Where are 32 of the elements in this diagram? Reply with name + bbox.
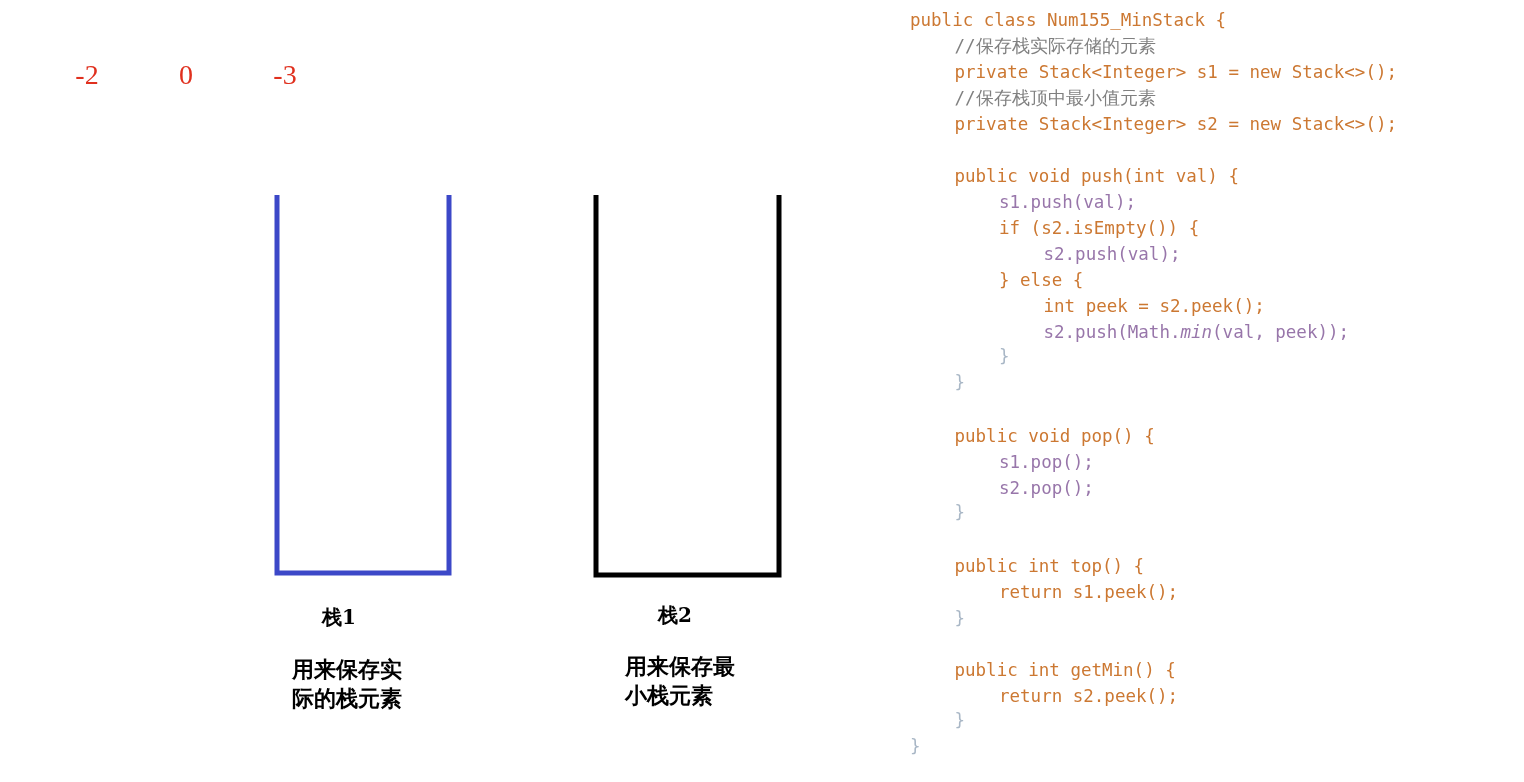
code-line: } xyxy=(954,501,966,523)
stack-label: 栈2 xyxy=(658,602,692,629)
code-line: s1.push(val); xyxy=(999,191,1136,213)
code-line: //保存栈顶中最小值元素 xyxy=(954,87,1156,109)
stack-label: 栈1 xyxy=(322,604,356,631)
code-line: s2.push(val); xyxy=(1043,243,1181,265)
code-line: } xyxy=(954,371,966,393)
code-line: public int top() { xyxy=(954,555,1145,577)
code-line: public int getMin() { xyxy=(954,659,1176,681)
code-line: //保存栈实际存储的元素 xyxy=(954,35,1156,57)
stack-value: -2 xyxy=(74,61,100,89)
code-line: return s1.peek(); xyxy=(999,581,1179,603)
code-line: return s2.peek(); xyxy=(999,685,1179,707)
code-line: private Stack<Integer> s2 = new Stack<>(); xyxy=(954,113,1397,135)
code-line: private Stack<Integer> s1 = new Stack<>(); xyxy=(954,61,1397,83)
code-line: } xyxy=(999,345,1010,367)
code-line: public void push(int val) { xyxy=(954,165,1239,187)
code-line: public void pop() { xyxy=(954,425,1155,447)
code-line: } xyxy=(954,607,966,629)
stack-description: 用来保存实际的栈元素 xyxy=(292,655,403,713)
code-line: s2.push(Math.min(val, peek)); xyxy=(1043,321,1350,343)
code-line: s1.pop(); xyxy=(999,451,1094,473)
code-line: } else { xyxy=(999,269,1084,291)
stack-description: 用来保存最小栈元素 xyxy=(625,652,736,710)
code-line: if (s2.isEmpty()) { xyxy=(999,217,1200,239)
code-line: } xyxy=(954,709,966,731)
code-line: s2.pop(); xyxy=(999,477,1094,499)
stack-value: 0 xyxy=(178,61,194,89)
stack-value: -3 xyxy=(272,61,298,89)
code-line: int peek = s2.peek(); xyxy=(1043,295,1265,317)
code-line: } xyxy=(910,735,921,757)
code-line: public class Num155_MinStack { xyxy=(910,9,1227,31)
